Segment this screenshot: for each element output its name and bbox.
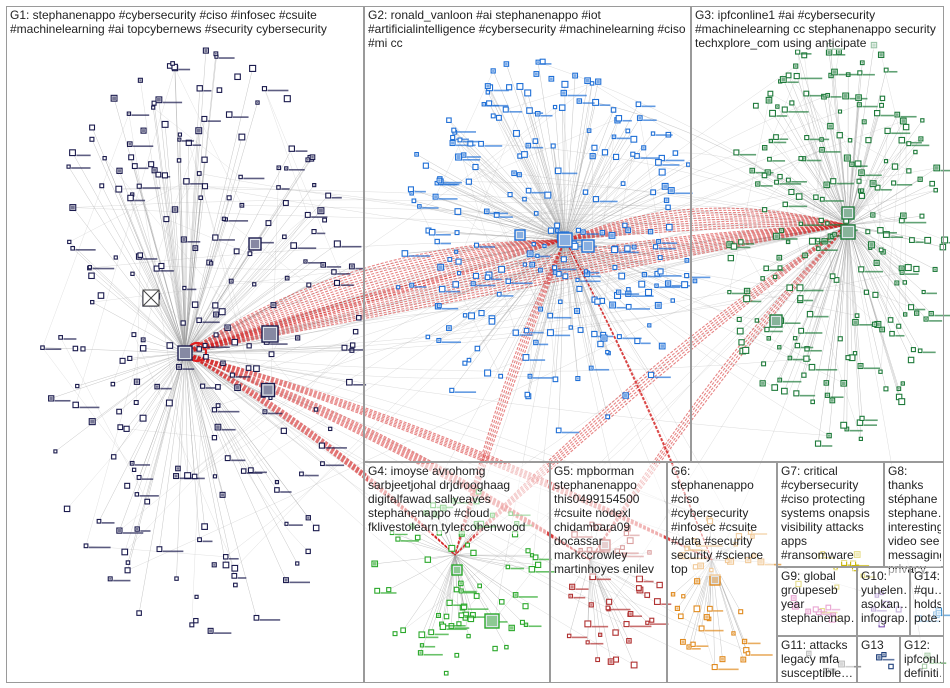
group-g6-box: G6: stephanenappo #ciso #cybersecurity #… — [667, 462, 777, 683]
group-g7-box: G7: critical #cybersecurity #ciso protec… — [777, 462, 884, 567]
group-g10-box: G10: yuhelen… asokan… infograp… — [857, 567, 910, 636]
group-g6-label: G6: stephanenappo #ciso #cybersecurity #… — [671, 464, 774, 576]
group-g13-label: G13 — [861, 638, 897, 652]
group-g4-label: G4: imoyse avrohomg sarbjeetjohal drjdro… — [368, 464, 547, 534]
group-g9-box: G9: global groupeseb year stephanenap… — [777, 567, 857, 636]
group-g2-box: G2: ronald_vanloon #ai stephanenappo #io… — [364, 6, 691, 462]
group-g2-label: G2: ronald_vanloon #ai stephanenappo #io… — [368, 8, 688, 50]
group-g4-box: G4: imoyse avrohomg sarbjeetjohal drjdro… — [364, 462, 550, 683]
group-g14-label: G14: #qu… holds pote… — [914, 569, 941, 625]
group-g1-label: G1: stephanenappo #cybersecurity #ciso #… — [10, 8, 361, 36]
group-g7-label: G7: critical #cybersecurity #ciso protec… — [781, 464, 881, 562]
group-g8-box: G8: thanks stéphane stephane… interestin… — [884, 462, 944, 567]
group-g11-label: G11: attacks legacy mfa susceptible… — [781, 638, 854, 680]
group-g13-box: G13 — [857, 636, 900, 683]
group-g5-label: G5: mpborman stephanenappo this049915450… — [554, 464, 664, 576]
group-g12-box: G12: ipfconl… definiti… — [900, 636, 944, 683]
group-g1-box: G1: stephanenappo #cybersecurity #ciso #… — [6, 6, 364, 683]
group-g8-label: G8: thanks stéphane stephane… interestin… — [888, 464, 941, 576]
group-g10-label: G10: yuhelen… asokan… infograp… — [861, 569, 907, 625]
group-g12-label: G12: ipfconl… definiti… — [904, 638, 941, 680]
group-g5-box: G5: mpborman stephanenappo this049915450… — [550, 462, 667, 683]
group-g9-label: G9: global groupeseb year stephanenap… — [781, 569, 854, 625]
group-g14-box: G14: #qu… holds pote… — [910, 567, 944, 636]
group-g11-box: G11: attacks legacy mfa susceptible… — [777, 636, 857, 683]
group-g3-box: G3: ipfconline1 #ai #cybersecurity #mach… — [691, 6, 944, 462]
group-g3-label: G3: ipfconline1 #ai #cybersecurity #mach… — [695, 8, 941, 50]
